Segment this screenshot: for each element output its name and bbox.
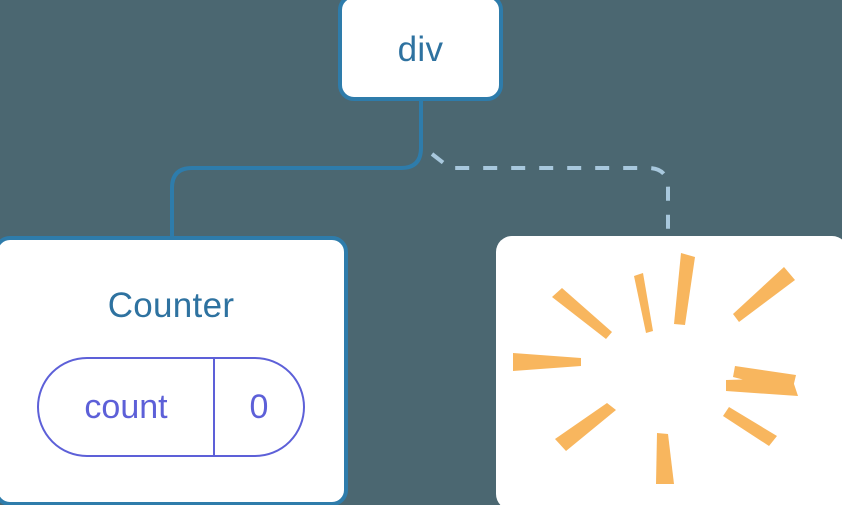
node-burst[interactable] <box>496 236 842 505</box>
state-pill-divider <box>213 359 215 455</box>
burst-ray <box>513 353 581 371</box>
burst-ray <box>723 407 777 446</box>
burst-ray <box>674 253 695 325</box>
node-counter-label: Counter <box>107 286 235 325</box>
state-pill[interactable]: count 0 <box>37 357 305 457</box>
node-div-label: div <box>397 30 444 69</box>
burst-ray <box>555 403 616 451</box>
edge-div-to-burst <box>430 152 670 240</box>
state-pill-key: count <box>84 388 168 426</box>
burst-ray <box>733 366 796 392</box>
state-pill-value: 0 <box>249 388 269 426</box>
node-div[interactable]: div <box>338 0 503 101</box>
sparkle-burst-icon <box>513 253 798 484</box>
burst-ray <box>634 273 653 333</box>
burst-ray <box>656 433 674 484</box>
burst-ray <box>552 288 612 339</box>
edge-div-to-counter <box>170 98 423 242</box>
node-counter[interactable]: Counter count 0 <box>0 236 348 505</box>
burst-ray <box>733 267 795 322</box>
